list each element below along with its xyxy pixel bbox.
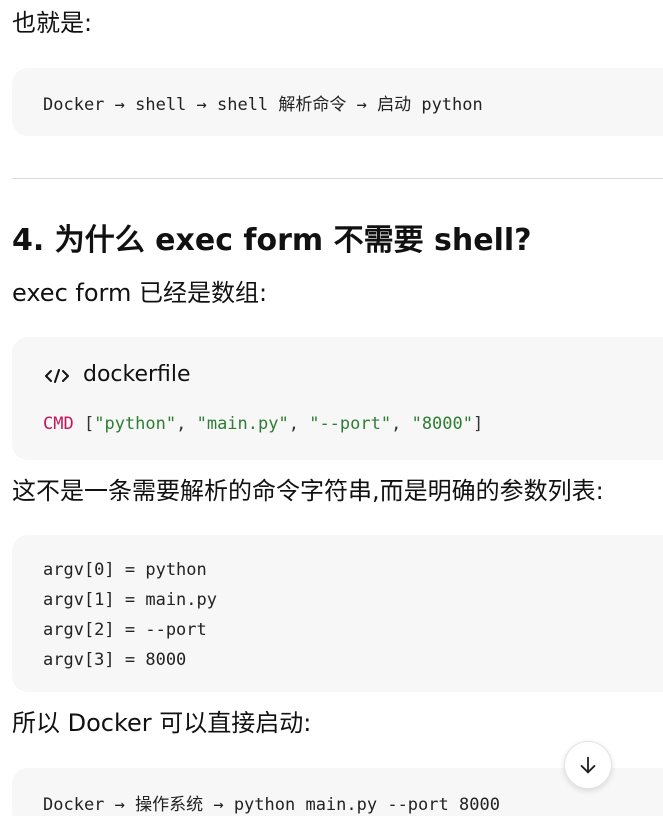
punctuation-token: , bbox=[288, 414, 310, 434]
punctuation-token: , bbox=[391, 414, 412, 434]
explain-text: 这不是一条需要解析的命令字符串,而是明确的参数列表: bbox=[12, 477, 604, 505]
punctuation-token: , bbox=[176, 414, 197, 434]
intro-text: 也就是: bbox=[12, 9, 93, 37]
string-token: "--port" bbox=[309, 414, 392, 434]
code-line: Docker → shell → shell 解析命令 → 启动 python bbox=[43, 95, 483, 115]
section-divider bbox=[12, 178, 663, 179]
scroll-to-bottom-button[interactable] bbox=[564, 741, 612, 789]
dockerfile-code-line: CMD ["python", "main.py", "--port", "800… bbox=[43, 414, 483, 434]
string-token: "main.py" bbox=[196, 414, 289, 434]
code-block-flow-direct: Docker → 操作系统 → python main.py --port 80… bbox=[12, 768, 663, 816]
code-block-argv: argv[0] = python argv[1] = main.py argv[… bbox=[12, 535, 663, 692]
cmd-arguments: ["python", "main.py", "--port", "8000"] bbox=[84, 414, 483, 434]
docker-direct-text: 所以 Docker 可以直接启动: bbox=[12, 709, 312, 737]
code-block-header: dockerfile bbox=[43, 360, 191, 390]
argv-lines: argv[0] = python argv[1] = main.py argv[… bbox=[43, 555, 217, 675]
argv-line: argv[3] = 8000 bbox=[43, 650, 187, 670]
code-block-dockerfile: dockerfile CMD ["python", "main.py", "--… bbox=[12, 337, 663, 460]
punctuation-token: ] bbox=[473, 414, 484, 434]
code-icon bbox=[43, 365, 71, 385]
argv-line: argv[2] = --port bbox=[43, 620, 207, 640]
punctuation-token: [ bbox=[83, 414, 95, 434]
code-line: Docker → 操作系统 → python main.py --port 80… bbox=[43, 795, 500, 815]
exec-form-text: exec form 已经是数组: bbox=[12, 279, 268, 307]
code-block-flow-shell: Docker → shell → shell 解析命令 → 启动 python bbox=[12, 68, 663, 136]
arrow-down-icon bbox=[580, 756, 596, 774]
argv-line: argv[1] = main.py bbox=[43, 590, 217, 610]
cmd-keyword: CMD bbox=[43, 414, 74, 434]
string-token: "python" bbox=[94, 414, 177, 434]
section-heading: 4. 为什么 exec form 不需要 shell? bbox=[12, 223, 532, 258]
code-language-label: dockerfile bbox=[83, 362, 191, 387]
argv-line: argv[0] = python bbox=[43, 560, 207, 580]
string-token: "8000" bbox=[411, 414, 473, 434]
